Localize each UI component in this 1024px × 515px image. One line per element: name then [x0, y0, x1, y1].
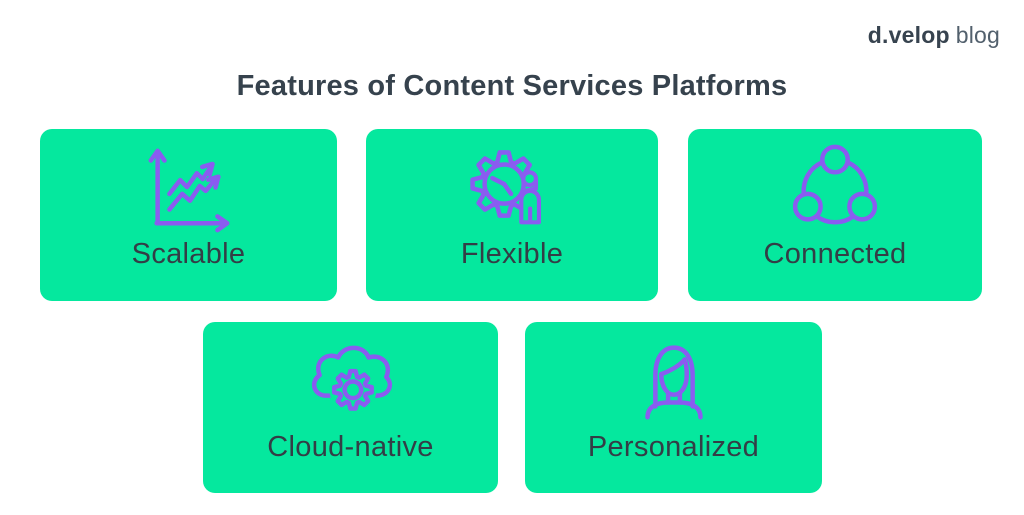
- logo-brand-text: d.velop: [867, 22, 950, 48]
- feature-label: Scalable: [131, 238, 246, 270]
- cloud-gear-icon: [302, 331, 400, 429]
- feature-card-cloud-native: Cloud-native: [203, 322, 498, 493]
- gear-clock-person-icon: [463, 138, 561, 236]
- feature-label: Flexible: [460, 238, 564, 270]
- feature-label: Connected: [763, 238, 907, 270]
- logo-suffix-text: blog: [955, 22, 1000, 48]
- feature-card-flexible: Flexible: [366, 129, 658, 301]
- person-avatar-icon: [625, 331, 723, 429]
- feature-label: Personalized: [587, 431, 760, 463]
- page-title: Features of Content Services Platforms: [236, 70, 788, 102]
- network-nodes-icon: [786, 138, 884, 236]
- feature-card-scalable: Scalable: [40, 129, 337, 301]
- feature-card-personalized: Personalized: [525, 322, 822, 493]
- feature-label: Cloud-native: [267, 431, 434, 463]
- growth-chart-icon: [140, 138, 238, 236]
- feature-card-connected: Connected: [688, 129, 982, 301]
